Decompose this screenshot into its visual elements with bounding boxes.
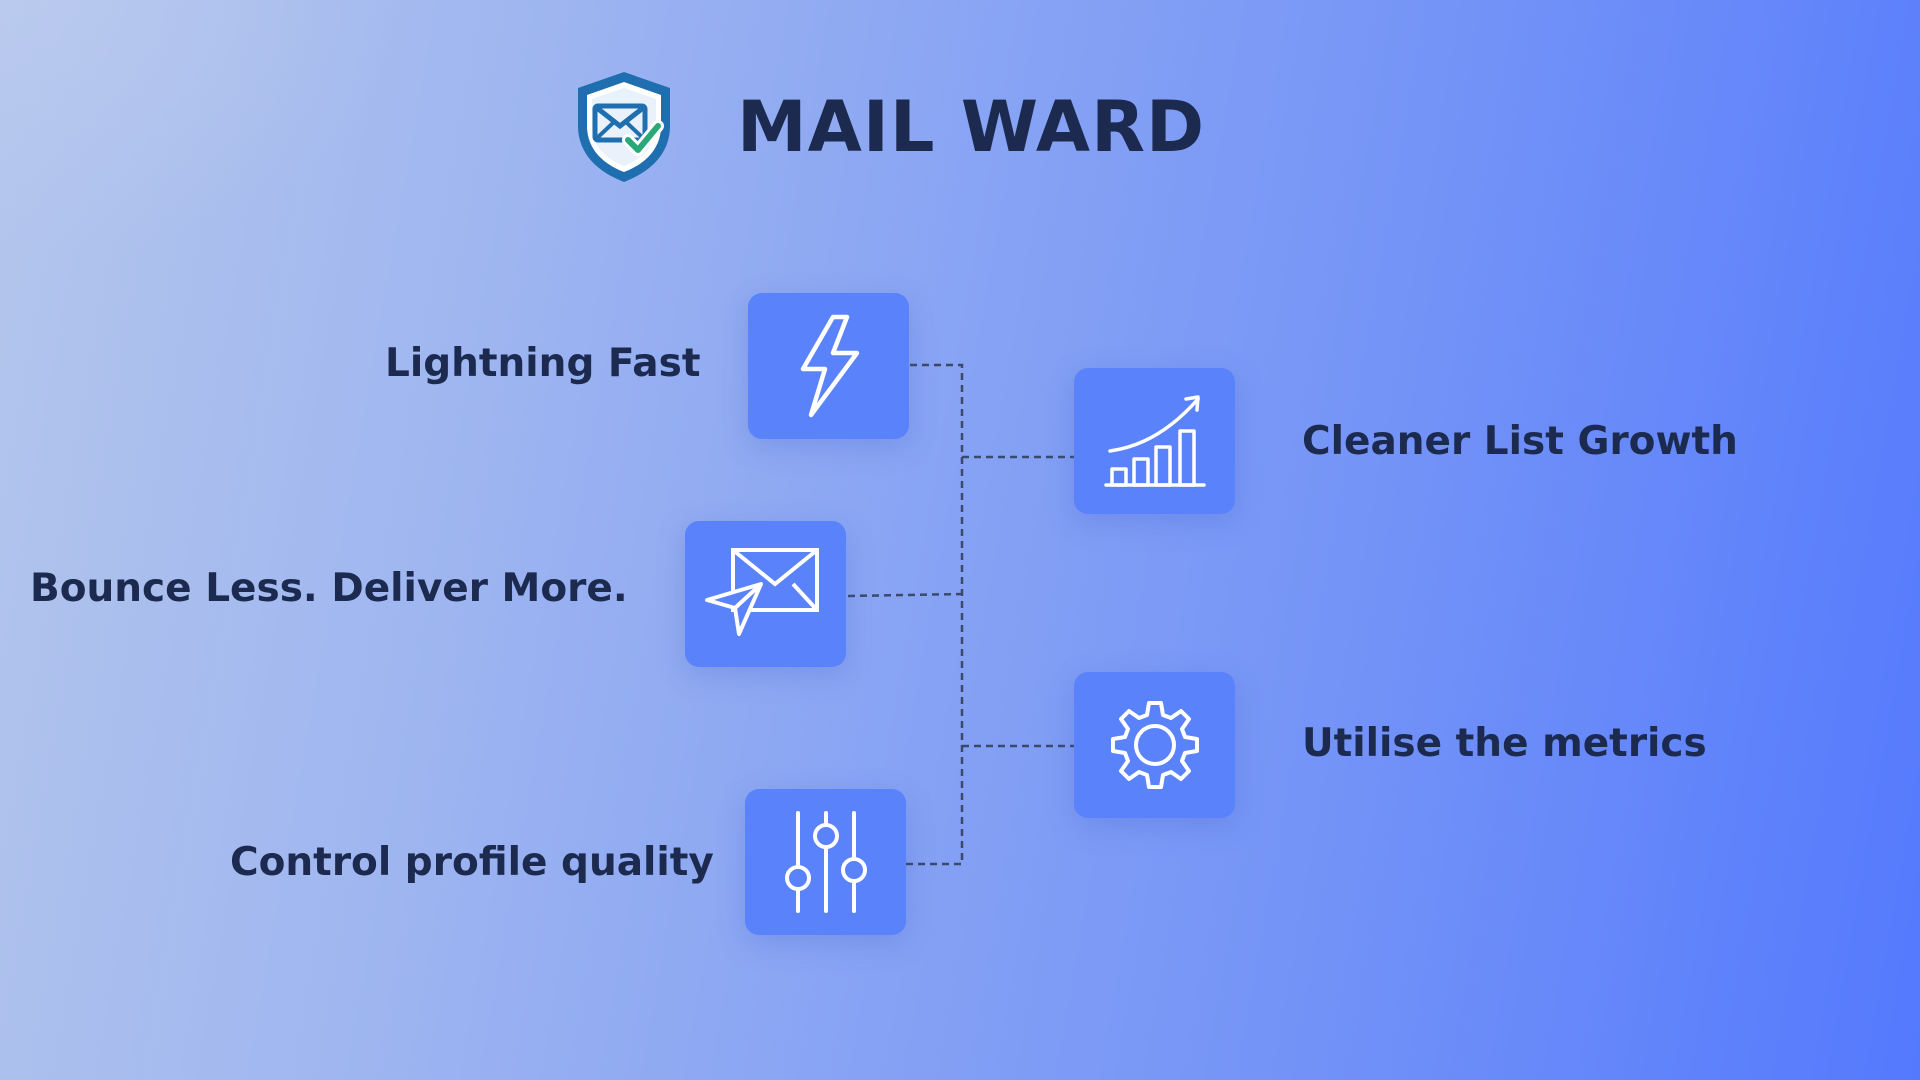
growth-chart-icon <box>1103 395 1206 487</box>
tile-metrics <box>1074 672 1235 818</box>
lightning-bolt-icon <box>800 314 859 418</box>
shield-mail-check-icon <box>578 72 670 182</box>
tile-growth <box>1074 368 1235 514</box>
label-cleaner-list: Cleaner List Growth <box>1302 419 1738 464</box>
label-bounce-less: Bounce Less. Deliver More. <box>30 566 628 611</box>
label-utilise-metrics: Utilise the metrics <box>1302 721 1707 766</box>
mail-send-icon <box>704 548 819 636</box>
sliders-icon <box>784 811 867 913</box>
connector-bounce <box>847 592 963 598</box>
label-lightning-fast: Lightning Fast <box>385 341 701 386</box>
gear-icon <box>1110 701 1199 789</box>
connector-lightning <box>910 363 964 864</box>
tile-lightning <box>748 293 909 439</box>
brand-logo <box>570 68 678 186</box>
label-control-profile: Control profile quality <box>230 840 714 885</box>
tile-bounce <box>685 521 846 667</box>
tile-control <box>745 789 906 935</box>
brand-title: MAIL WARD <box>737 86 1206 168</box>
